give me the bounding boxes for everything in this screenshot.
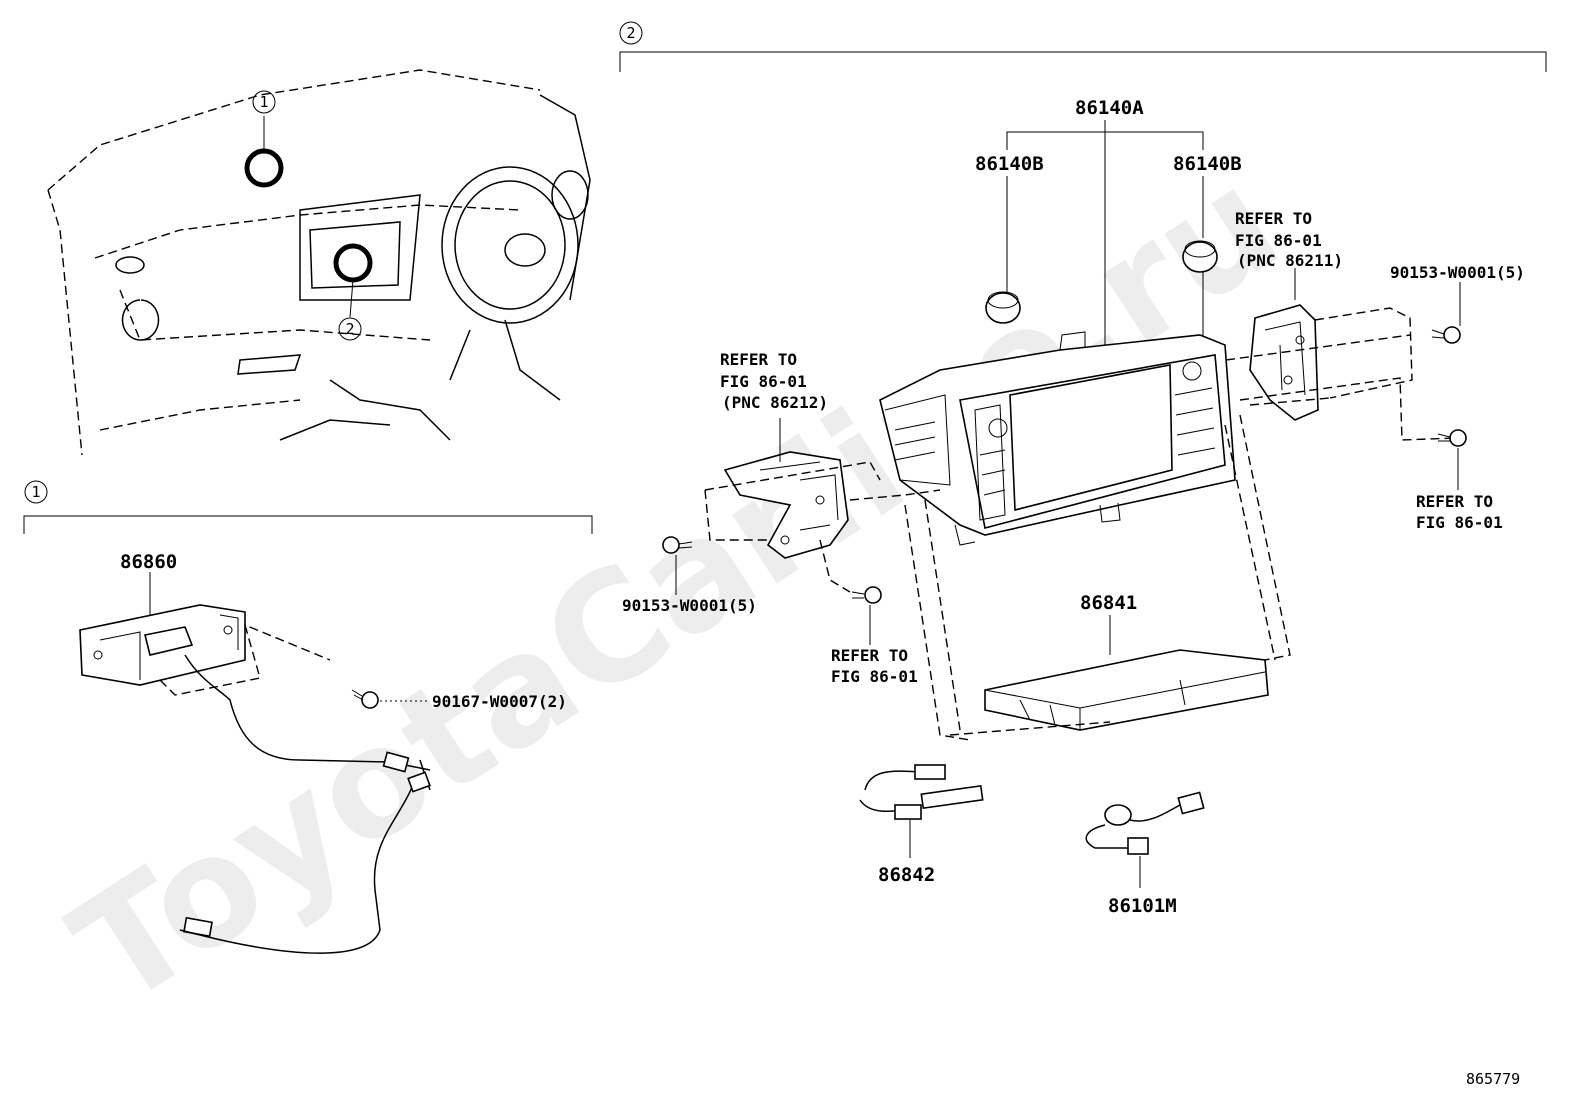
dashboard-overview: 1 2 — [47, 69, 591, 456]
part-86860-assembly: 86860 90167-W0007(2) — [79, 551, 567, 954]
ref-line: REFER TO — [1416, 492, 1493, 511]
ref-note-left-top: REFER TO FIG 86-01 (PNC 86212) — [720, 350, 828, 412]
screw-center — [819, 539, 882, 645]
screw-90153-left: 90153-W0001(5) — [622, 536, 757, 615]
part-86101M-harness: 86101M — [1085, 791, 1205, 917]
section-1-marker: 1 — [31, 483, 40, 501]
head-unit — [879, 331, 1236, 546]
label-86860: 86860 — [120, 551, 177, 573]
figure-number: 865779 — [1466, 1070, 1520, 1088]
ref-line: REFER TO — [831, 646, 908, 665]
section-2: 2 — [619, 21, 1547, 72]
part-86140-labels: 86140A 86140B 86140B — [975, 97, 1242, 345]
label-90167: 90167-W0007(2) — [432, 692, 567, 711]
bracket-left — [704, 418, 941, 559]
ref-line: REFER TO — [720, 350, 797, 369]
ref-line: FIG 86-01 — [1416, 513, 1503, 532]
screw-90153-right: 90153-W0001(5) — [1390, 263, 1525, 344]
section-1: 1 — [23, 480, 593, 534]
label-90153-right: 90153-W0001(5) — [1390, 263, 1525, 282]
label-86140B-right: 86140B — [1173, 153, 1242, 175]
label-86842: 86842 — [878, 864, 935, 886]
overview-highlight-2 — [333, 243, 373, 283]
overview-highlight-1 — [244, 148, 284, 188]
label-86140A: 86140A — [1075, 97, 1144, 119]
overview-marker-2: 2 — [345, 320, 354, 338]
ref-line: FIG 86-01 — [831, 667, 918, 686]
label-90153-left: 90153-W0001(5) — [622, 596, 757, 615]
ref-note-right-top: REFER TO FIG 86-01 (PNC 86211) — [1235, 209, 1343, 270]
section-2-marker: 2 — [626, 24, 635, 42]
label-86841: 86841 — [1080, 592, 1137, 614]
ref-line: FIG 86-01 — [720, 372, 807, 391]
ref-line: REFER TO — [1235, 209, 1312, 228]
ref-line: FIG 86-01 — [1235, 231, 1322, 250]
overview-marker-1: 1 — [259, 93, 268, 111]
part-86841-module: 86841 — [904, 414, 1291, 741]
ref-note-center-bottom: REFER TO FIG 86-01 — [831, 646, 918, 686]
ref-line: (PNC 86211) — [1237, 251, 1343, 270]
ref-note-right-bottom: REFER TO FIG 86-01 — [1416, 492, 1503, 532]
knob-right — [1182, 240, 1218, 273]
bracket-right — [1225, 268, 1456, 441]
screw-right-lower — [1437, 429, 1467, 490]
label-86101M: 86101M — [1108, 895, 1177, 917]
label-86140B-left: 86140B — [975, 153, 1044, 175]
knob-left — [985, 291, 1021, 324]
part-86842-harness: 86842 — [859, 764, 984, 886]
ref-line: (PNC 86212) — [722, 393, 828, 412]
